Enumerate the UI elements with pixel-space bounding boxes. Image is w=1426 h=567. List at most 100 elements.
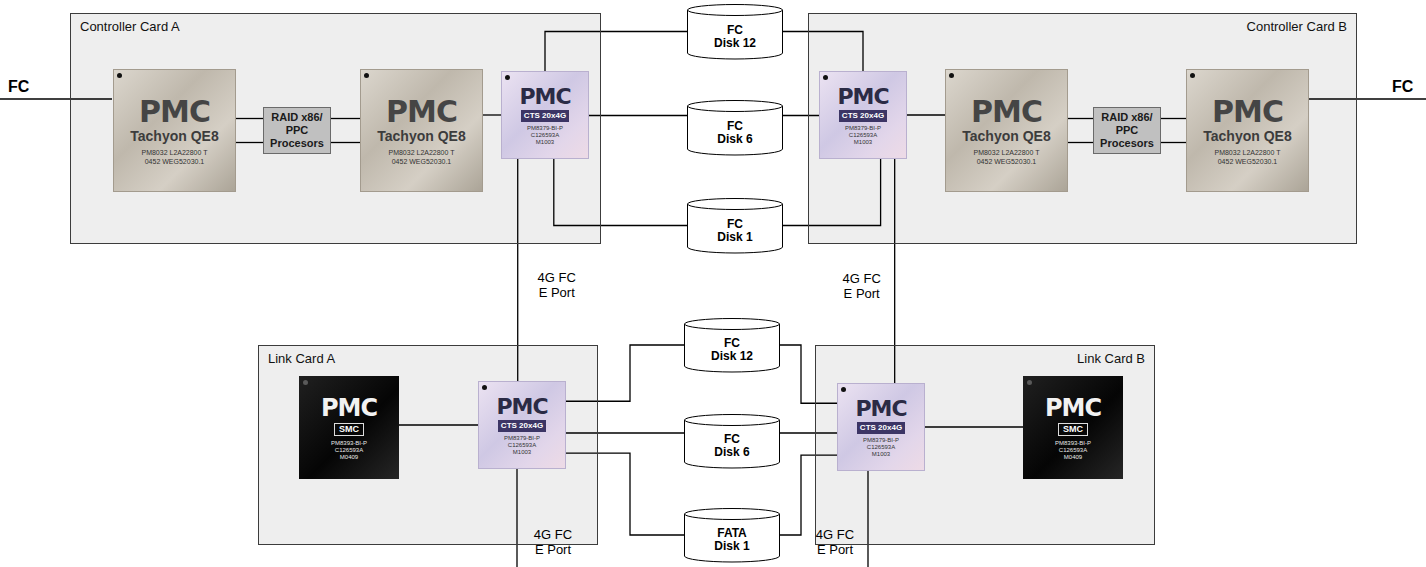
link-line xyxy=(566,432,684,433)
disk-cylinder: FC Disk 12 xyxy=(687,4,783,59)
switch-chip: PMCCTS 20x4GPM8379-BI-P C126593A M1003 xyxy=(501,71,589,159)
link-line xyxy=(483,114,501,115)
port-label: 4G FC E Port xyxy=(812,527,858,557)
label-box: FC xyxy=(1392,78,1413,96)
part-code: PM8379-BI-P C126593A M1003 xyxy=(861,437,901,458)
fc-wire xyxy=(1308,98,1426,99)
switch-chip: PMCCTS 20x4G PM8379-BI-P C126593A M1003 xyxy=(819,71,907,159)
card-label: Link Card B xyxy=(825,351,1145,367)
chip-name: CTS 20x4G xyxy=(857,422,905,434)
cylinder-top xyxy=(685,319,780,330)
part-code: PM8032 L2A22800 T 0452 WEG52030.1 xyxy=(138,149,212,166)
card-box: Link Card A PMC SMC PM8393-BI-P C126593A M0… xyxy=(258,345,598,545)
part-code: PM8379-BI-P C126593A M1003 xyxy=(843,125,883,146)
processor-box: RAID x86/ PPC Procesors xyxy=(263,107,331,154)
link-line xyxy=(236,142,263,143)
controller-chip: PMCTachyon QE8PM8032 L2A22800 T 0452 WEG… xyxy=(945,69,1068,192)
chip-name: Tachyon QE8 xyxy=(1203,128,1291,145)
logo-text: PMC xyxy=(837,85,888,109)
logo-text: PMC xyxy=(496,395,547,419)
text-group: PMCTachyon QE8PM8032 L2A22800 T 0452 WEG… xyxy=(1203,95,1291,166)
disk-cylinder: FC Disk 12 xyxy=(684,318,780,372)
logo-text: PMC xyxy=(1045,395,1101,421)
disk-label: FC Disk 12 xyxy=(713,24,757,50)
text-group: FC Disk 6 xyxy=(713,120,757,146)
label-box: FC xyxy=(8,78,29,96)
cylinder-body xyxy=(688,204,783,253)
cylinder-body xyxy=(685,514,780,562)
card-label: Link Card A xyxy=(268,351,588,367)
port-label: 4G FC E Port xyxy=(530,527,576,557)
logo-text: PMC xyxy=(1212,95,1283,128)
disk-label: FC Disk 6 xyxy=(713,120,757,146)
logo-text: PMC xyxy=(855,397,906,421)
controller-chip: PMCTachyon QE8PM8032 L2A22800 T 0452 WEG… xyxy=(113,69,236,192)
processor-label: RAID x86/ PPC Procesors xyxy=(1097,111,1157,150)
cylinder-body xyxy=(685,420,780,468)
chip-name: SMC xyxy=(1058,423,1088,436)
part-code: PM8393-BI-P C126593A M0409 xyxy=(329,440,369,461)
link-line xyxy=(783,115,819,116)
chip-name: CTS 20x4G xyxy=(521,110,569,122)
text-group: PMCCTS 20x4GPM8379-BI-P C126593A M1003 xyxy=(496,395,547,456)
text-group: RAID x86/ PPC Procesors xyxy=(267,111,327,150)
link-line xyxy=(236,118,263,119)
disk-cylinder: FC Disk 6 xyxy=(687,100,783,155)
chip-name: Tachyon QE8 xyxy=(962,128,1050,145)
text-group: RAID x86/ PPC Procesors xyxy=(1097,111,1157,150)
chip-name: SMC xyxy=(334,423,364,436)
link-line xyxy=(566,453,684,535)
cylinder-top xyxy=(685,415,780,426)
card-ground xyxy=(258,345,598,545)
disk-label: FC Disk 6 xyxy=(710,433,754,459)
fc-wire xyxy=(0,98,112,99)
edge-label-box: 4G FC E Port xyxy=(839,271,885,301)
logo-text: PMC xyxy=(321,395,377,421)
disk-cylinder: FC Disk 6 xyxy=(684,414,780,468)
card-box: Controller Card BPMCCTS 20x4GPM8379-BI-P… xyxy=(808,13,1357,244)
chip-name: CTS 20x4G xyxy=(839,110,887,122)
text-group: PMCTachyon QE8PM8032 L2A22800 T 0452 WEG… xyxy=(130,95,218,166)
chip-name: CTS 20x4G xyxy=(498,420,546,432)
card-box: Link Card BPMCCTS 20x4GPM8379-BI-P C1265… xyxy=(815,345,1155,545)
text-group: FATA Disk 1 xyxy=(710,527,754,553)
link-line xyxy=(1068,142,1093,143)
disk-label: FC Disk 1 xyxy=(713,218,757,244)
text-group: FC Disk 1 xyxy=(713,218,757,244)
link-line xyxy=(1161,118,1186,119)
link-line xyxy=(589,115,687,116)
text-group: PMCSMCPM8393-BI-P C126593A M0409 xyxy=(1045,395,1101,461)
chip-name: Tachyon QE8 xyxy=(377,128,465,145)
text-group: FC Disk 12 xyxy=(713,24,757,50)
processor-box: RAID x86/ PPC Procesors xyxy=(1093,107,1161,154)
label-box: 4G FC E Port xyxy=(530,527,576,557)
card-ground xyxy=(808,13,1357,244)
part-code: PM8032 L2A22800 T 0452 WEG52030.1 xyxy=(970,149,1044,166)
link-line xyxy=(783,159,881,226)
link-line xyxy=(545,32,687,72)
label-box: 4G FC E Port xyxy=(812,527,858,557)
link-line xyxy=(907,114,945,115)
card-ground xyxy=(70,13,601,244)
port-label: 4G FC E Port xyxy=(839,271,885,301)
text-group: FC Disk 12 xyxy=(710,337,754,363)
text-group: PMCTachyon QE8PM8032 L2A22800 T 0452 WEG… xyxy=(962,95,1050,166)
part-code: PM8379-BI-P C126593A M1003 xyxy=(525,125,565,146)
cylinder-body xyxy=(685,324,780,372)
disk-cylinder: FATA Disk 1 xyxy=(684,508,780,562)
cylinder-top xyxy=(688,199,783,210)
text-group: PMCCTS 20x4G PM8379-BI-P C126593A M1003 xyxy=(837,85,888,146)
link-line xyxy=(554,159,687,226)
link-line xyxy=(1068,118,1093,119)
chip-name: Tachyon QE8 xyxy=(130,128,218,145)
switch-chip: PMCCTS 20x4G PM8379-BI-P C126593A M1003 xyxy=(837,383,925,471)
interface-label: FC xyxy=(1392,78,1413,96)
controller-chip: PMCTachyon QE8PM8032 L2A22800 T 0452 WEG… xyxy=(1186,69,1309,192)
processor-label: RAID x86/ PPC Procesors xyxy=(267,111,327,150)
card-label: Controller Card A xyxy=(80,19,591,35)
port-label: 4G FC E Port xyxy=(534,270,580,300)
text-group: FC Disk 6 xyxy=(710,433,754,459)
